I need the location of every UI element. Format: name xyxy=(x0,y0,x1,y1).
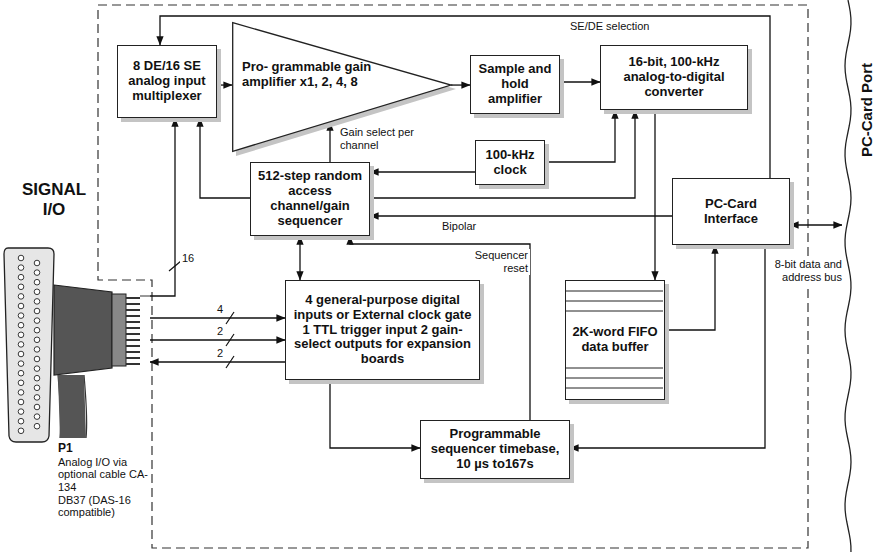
node-text: PC-Card Port xyxy=(858,63,875,157)
node-text: 2K-word FIFO data buffer xyxy=(572,325,658,355)
signal-connector xyxy=(150,317,285,318)
digital-io-box: 4 general-purpose digital inputs or Exte… xyxy=(285,280,480,380)
sequencer-box: 512-step random access channel/gain sequ… xyxy=(250,162,370,236)
signal-label: 16 xyxy=(180,252,204,265)
signal-connector xyxy=(150,361,285,362)
signal-connector xyxy=(330,380,420,448)
signal-label: 2 xyxy=(215,347,231,360)
signal-label: Sequencer reset xyxy=(446,249,530,275)
db37-connector: P1Analog I/O via optional cable CA-134DB… xyxy=(0,240,150,553)
node-text: 100-kHz clock xyxy=(482,148,538,178)
signal-connector xyxy=(150,339,285,340)
signal-connector xyxy=(150,118,175,296)
text-wrap: Sample and hold amplifier xyxy=(477,62,553,107)
text-wrap: 4 general-purpose digital inputs or Exte… xyxy=(292,293,473,368)
interface-box: PC-Card Interface xyxy=(672,178,790,245)
cable-hood xyxy=(54,285,112,375)
node-text: 8 DE/16 SE analog input multiplexer xyxy=(124,59,210,104)
text-wrap: 100-kHz clock xyxy=(482,148,538,178)
text-wrap: P1Analog I/O via optional cable CA-134DB… xyxy=(58,442,150,519)
signal-label: Bipolar xyxy=(440,220,504,233)
signal-label: SE/DE selection xyxy=(568,20,692,33)
db37-shell xyxy=(4,248,54,442)
signal-connector xyxy=(654,110,655,280)
signal-connector xyxy=(329,122,330,162)
text-wrap: Pro- grammable gain amplifier x1, 2, 4, … xyxy=(242,60,374,90)
node-text: 512-step random access channel/gain sequ… xyxy=(257,169,363,229)
node-text: 4 general-purpose digital inputs or Exte… xyxy=(292,293,473,368)
node-text: Programmable sequencer timebase, 10 µs t… xyxy=(427,427,563,472)
fifo-buffer: 2K-word FIFO data buffer xyxy=(565,280,665,400)
clock-box: 100-kHz clock xyxy=(475,140,545,185)
signal-connector xyxy=(299,236,300,280)
multiplexer-box: 8 DE/16 SE analog input multiplexer xyxy=(117,45,217,118)
node-text: P1 xyxy=(58,442,150,456)
text-wrap: 512-step random access channel/gain sequ… xyxy=(257,169,363,229)
signal-label: Gain select per channel xyxy=(338,126,426,152)
signal-label: 2 xyxy=(215,325,231,338)
node-text: Analog I/O via optional cable CA-134 xyxy=(58,456,150,494)
signal-connector xyxy=(570,245,765,448)
node-text: PC-Card Interface xyxy=(679,197,783,227)
signal-connector xyxy=(451,84,470,85)
node-text: DB37 (DAS-16 compatible) xyxy=(58,494,150,519)
signal-connector xyxy=(545,110,615,162)
text-wrap: 2K-word FIFO data buffer xyxy=(572,325,658,355)
signal-connector xyxy=(160,16,770,178)
bus-slash-marks xyxy=(169,261,234,368)
adc-box: 16-bit, 100-kHz analog-to-digital conver… xyxy=(600,45,748,110)
sample-hold-box: Sample and hold amplifier xyxy=(470,55,560,114)
pc-card-port: PC-Card Port xyxy=(842,0,888,553)
signal-label: 4 xyxy=(215,303,231,316)
signal-connector xyxy=(665,245,715,330)
signal-connector xyxy=(370,215,672,216)
text-wrap: 8 DE/16 SE analog input multiplexer xyxy=(124,59,210,104)
node-text: 16-bit, 100-kHz analog-to-digital conver… xyxy=(607,55,741,100)
signal-connector xyxy=(370,110,635,198)
card-boundary xyxy=(98,5,808,548)
connector-drawing xyxy=(0,240,150,553)
signal-connector xyxy=(217,84,232,85)
timebase-box: Programmable sequencer timebase, 10 µs t… xyxy=(420,420,570,479)
signal-label: 8-bit data and address bus xyxy=(768,258,844,284)
text-wrap: Programmable sequencer timebase, 10 µs t… xyxy=(427,427,563,472)
text-wrap: PC-Card Interface xyxy=(679,197,783,227)
node-text: Pro- grammable gain amplifier x1, 2, 4, … xyxy=(242,60,374,90)
signal-connector xyxy=(560,81,600,82)
section-heading: SIGNAL I/O xyxy=(12,180,96,221)
signal-connector xyxy=(790,224,842,225)
signal-connector xyxy=(370,171,475,172)
text-wrap: 16-bit, 100-kHz analog-to-digital conver… xyxy=(607,55,741,100)
node-text: Sample and hold amplifier xyxy=(477,62,553,107)
